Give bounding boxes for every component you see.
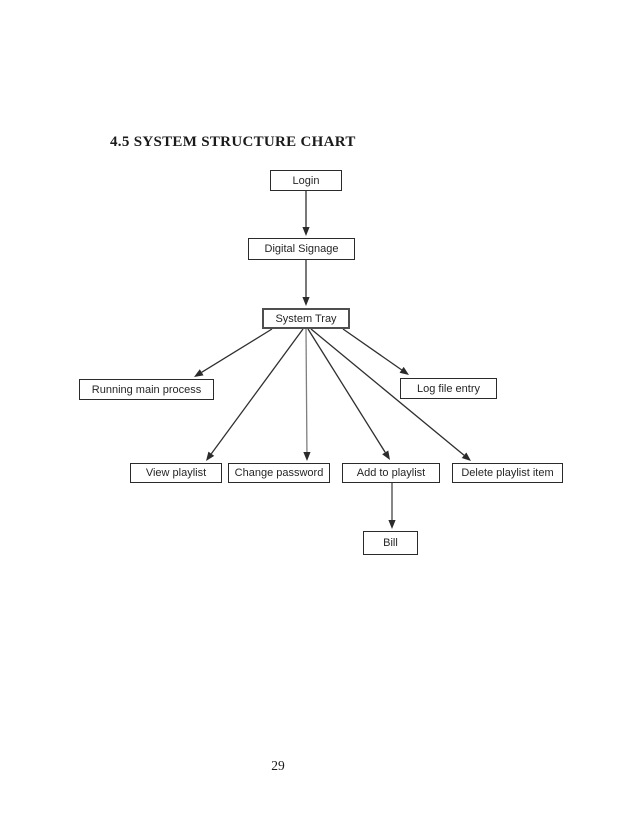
arrowhead [194,369,204,377]
section-title: 4.5 SYSTEM STRUCTURE CHART [110,134,356,150]
node-bill: Bill [363,531,418,555]
edge-system-tray-to-change-password [303,328,311,461]
edge-digital-signage-to-system-tray [302,260,310,306]
node-system-tray: System Tray [262,308,350,329]
edge-system-tray-to-log-file-entry [342,328,409,375]
node-log-file-entry: Log file entry [400,378,497,399]
arrowhead [399,366,409,375]
node-login: Login [270,170,342,191]
node-digital-signage: Digital Signage [248,238,355,260]
edge-add-to-playlist-to-bill [388,483,396,529]
page-number: 29 [271,758,285,773]
edge-system-tray-to-running-main-process [194,328,273,377]
arrowhead [382,450,390,460]
node-view-playlist: View playlist [130,463,222,483]
arrowhead [302,297,310,306]
arrowhead [388,520,396,529]
node-running-main-process: Running main process [79,379,214,400]
edge-system-tray-to-add-to-playlist [307,328,390,460]
node-change-password: Change password [228,463,330,483]
edge-login-to-digital-signage [302,191,310,236]
edge-system-tray-to-delete-playlist-item [310,328,471,461]
node-add-to-playlist: Add to playlist [342,463,440,483]
arrowhead [303,451,311,461]
arrowhead [206,451,215,461]
arrowhead [461,452,471,461]
arrowhead [302,227,310,236]
node-delete-playlist-item: Delete playlist item [452,463,563,483]
edge-system-tray-to-view-playlist [206,328,304,461]
